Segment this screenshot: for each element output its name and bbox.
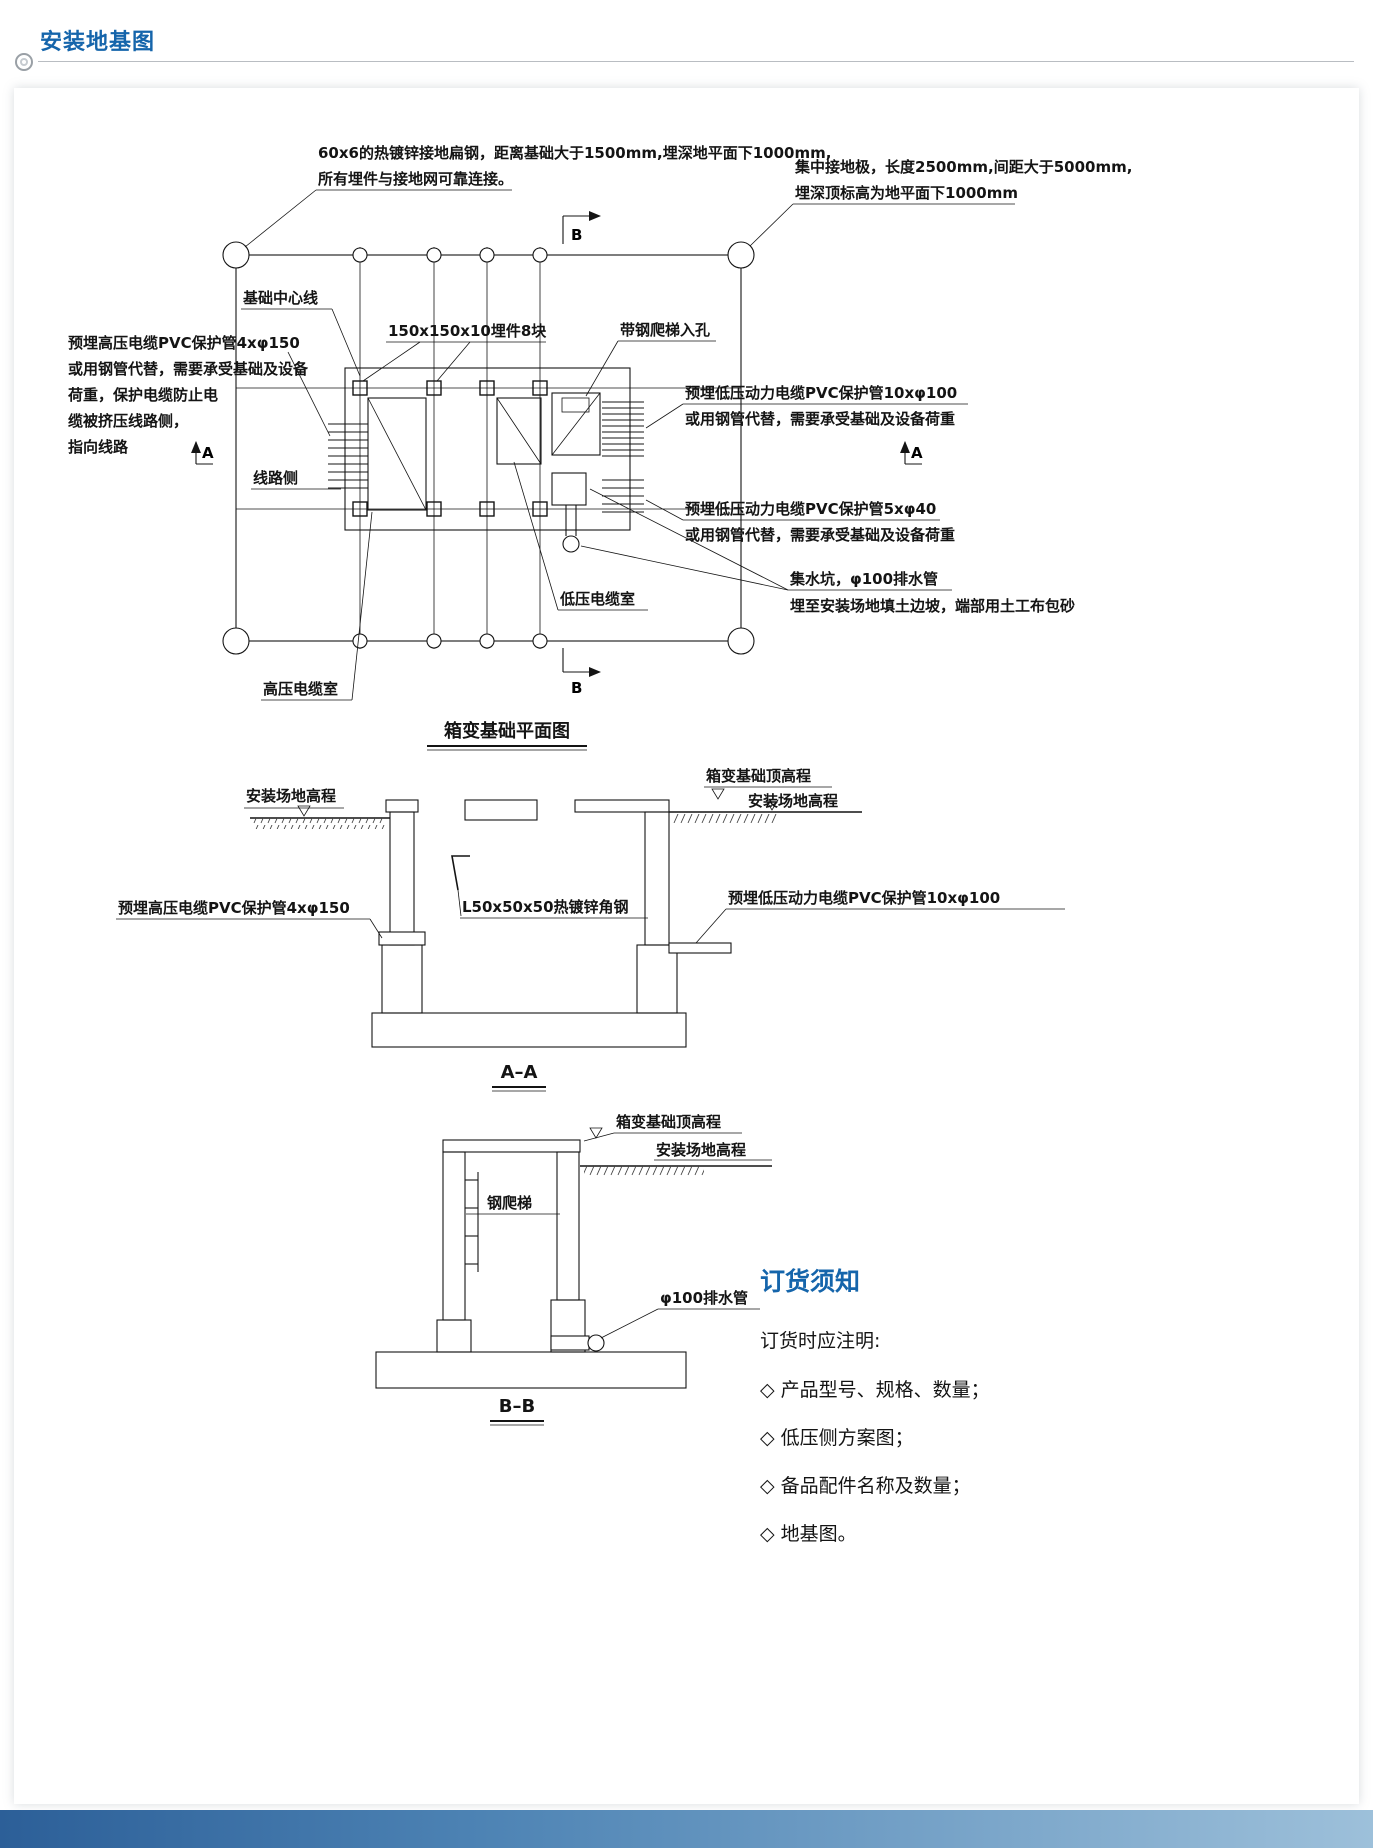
note-sump: 集水坑，φ100排水管 埋至安装场地填土边坡，端部用土工布包砂: [580, 488, 1075, 615]
angle-steel: L50x50x50热镀锌角钢: [451, 855, 648, 919]
label-site-left: 安装场地高程: [246, 787, 336, 805]
steel-ladder: [465, 1172, 479, 1272]
section-marker-b-top: B: [562, 211, 602, 244]
note-lv5: 预埋低压动力电缆PVC保护管5xφ40 或用钢管代替，需要承受基础及设备荷重: [645, 499, 955, 544]
svg-text:150x150x10埋件8块: 150x150x10埋件8块: [388, 322, 547, 340]
svg-text:预埋低压动力电缆PVC保护管5xφ40: 预埋低压动力电缆PVC保护管5xφ40: [685, 500, 936, 518]
section-bb: 钢爬梯 箱变基础顶高程 安装场地高程: [375, 1113, 772, 1426]
section-marker-b-bottom: B: [562, 648, 602, 697]
note-electrode-line1: 集中接地极，长度2500mm,间距大于5000mm,: [794, 158, 1132, 176]
svg-text:预埋高压电缆PVC保护管4xφ150: 预埋高压电缆PVC保护管4xφ150: [118, 899, 350, 917]
label-top-elev-bb: 箱变基础顶高程: [583, 1113, 742, 1142]
svg-text:B: B: [571, 679, 582, 697]
ordering-notes: 订货须知 订货时应注明: ◇ 产品型号、规格、数量； ◇ 低压侧方案图； ◇ 备…: [760, 1262, 1190, 1567]
label-top-elev-aa: 箱变基础顶高程: [706, 767, 811, 785]
svg-text:荷重，保护电缆防止电: 荷重，保护电缆防止电: [68, 386, 218, 404]
footer-bar: [0, 1810, 1373, 1848]
svg-text:预埋低压动力电缆PVC保护管10xφ100: 预埋低压动力电缆PVC保护管10xφ100: [728, 889, 1000, 907]
ordering-item: ◇ 产品型号、规格、数量；: [760, 1379, 990, 1401]
svg-text:高压电缆室: 高压电缆室: [263, 680, 338, 698]
label-line-side: 线路侧: [251, 469, 341, 490]
sump-pit: [551, 472, 587, 553]
ordering-item: ◇ 地基图。: [760, 1523, 857, 1545]
plan-view: 60x6的热镀锌接地扁钢，距离基础大于1500mm,埋深地平面下1000mm, …: [68, 144, 1132, 751]
note-electrode: 集中接地极，长度2500mm,间距大于5000mm, 埋深顶标高为地平面下100…: [749, 158, 1132, 247]
note-lv10: 预埋低压动力电缆PVC保护管10xφ100 或用钢管代替，需要承受基础及设备荷重: [645, 384, 968, 429]
svg-text:钢爬梯: 钢爬梯: [487, 1194, 532, 1212]
label-ladder: 钢爬梯: [466, 1194, 560, 1215]
svg-text:基础中心线: 基础中心线: [242, 289, 318, 307]
ring-icon: [15, 53, 33, 71]
svg-text:低压电缆室: 低压电缆室: [559, 590, 635, 608]
hv-cable-room: [367, 397, 427, 511]
ordering-item: ◇ 低压侧方案图；: [760, 1427, 914, 1449]
svg-text:A: A: [911, 444, 923, 462]
label-manhole: 带钢爬梯入孔: [585, 321, 716, 397]
note-flat-steel: 60x6的热镀锌接地扁钢，距离基础大于1500mm,埋深地平面下1000mm, …: [244, 144, 831, 248]
svg-text:或用钢管代替，需要承受基础及设备荷重: 或用钢管代替，需要承受基础及设备荷重: [685, 526, 955, 544]
page-title: 安装地基图: [40, 30, 156, 55]
manhole: [551, 392, 601, 456]
svg-text:带钢爬梯入孔: 带钢爬梯入孔: [620, 321, 710, 339]
label-drain: φ100排水管: [600, 1289, 760, 1339]
label-lv-room: 低压电缆室: [513, 461, 648, 611]
svg-text:A–A: A–A: [501, 1062, 538, 1083]
svg-text:线路侧: 线路侧: [253, 469, 298, 487]
lv-pipes-10-plan: [602, 401, 644, 457]
section-bb-title: B–B: [490, 1396, 544, 1426]
ordering-list: ◇ 产品型号、规格、数量； ◇ 低压侧方案图； ◇ 备品配件名称及数量； ◇ 地…: [760, 1375, 1190, 1546]
label-hv-room: 高压电缆室: [261, 511, 373, 701]
svg-text:安装场地高程: 安装场地高程: [656, 1141, 746, 1159]
note-flat-steel-line1: 60x6的热镀锌接地扁钢，距离基础大于1500mm,埋深地平面下1000mm,: [318, 144, 831, 162]
svg-text:指向线路: 指向线路: [68, 438, 129, 456]
label-angle-steel: L50x50x50热镀锌角钢: [462, 898, 629, 916]
plan-title: 箱变基础平面图: [427, 720, 587, 751]
label-site-bb: 安装场地高程: [654, 1141, 772, 1161]
embedded-plates: [352, 380, 548, 517]
header-divider: [38, 61, 1354, 62]
svg-text:箱变基础平面图: 箱变基础平面图: [444, 720, 570, 742]
label-centerline: 基础中心线: [241, 289, 361, 377]
label-lv-pipe-aa: 预埋低压动力电缆PVC保护管10xφ100: [695, 889, 1065, 944]
svg-text:A: A: [202, 444, 214, 462]
svg-text:或用钢管代替，需要承受基础及设备荷重: 或用钢管代替，需要承受基础及设备荷重: [685, 410, 955, 428]
lv-cable-room: [496, 397, 542, 465]
section-aa: 安装场地高程 箱变基础顶高程 安装场地高程: [116, 767, 1065, 1092]
drain-pipe: [550, 1334, 605, 1352]
svg-text:B–B: B–B: [499, 1396, 535, 1417]
label-site-right: 安装场地高程: [748, 792, 838, 810]
svg-text:或用钢管代替，需要承受基础及设备: 或用钢管代替，需要承受基础及设备: [68, 360, 309, 378]
note-flat-steel-line2: 所有埋件与接地网可靠连接。: [318, 170, 513, 188]
hv-pipes-plan: [328, 423, 368, 489]
label-plates: 150x150x10埋件8块: [362, 322, 547, 382]
note-hv-pipes: 预埋高压电缆PVC保护管4xφ150 或用钢管代替，需要承受基础及设备 荷重，保…: [68, 334, 331, 456]
ordering-item: ◇ 备品配件名称及数量；: [760, 1475, 971, 1497]
svg-text:预埋高压电缆PVC保护管4xφ150: 预埋高压电缆PVC保护管4xφ150: [68, 334, 300, 352]
section-marker-a-right: A: [900, 440, 923, 465]
svg-text:φ100排水管: φ100排水管: [660, 1289, 748, 1307]
svg-text:埋至安装场地填土边坡，端部用土工布包砂: 埋至安装场地填土边坡，端部用土工布包砂: [790, 597, 1075, 615]
svg-text:B: B: [571, 226, 582, 244]
svg-text:集水坑，φ100排水管: 集水坑，φ100排水管: [789, 570, 938, 588]
section-aa-title: A–A: [492, 1062, 546, 1092]
label-hv-pipe-aa: 预埋高压电缆PVC保护管4xφ150: [116, 899, 383, 939]
note-electrode-line2: 埋深顶标高为地平面下1000mm: [795, 184, 1018, 202]
svg-text:缆被挤压线路侧，: 缆被挤压线路侧，: [68, 412, 188, 430]
svg-text:预埋低压动力电缆PVC保护管10xφ100: 预埋低压动力电缆PVC保护管10xφ100: [685, 384, 957, 402]
lv-pipes-5-plan: [602, 479, 644, 513]
ordering-intro: 订货时应注明:: [760, 1330, 881, 1352]
svg-text:箱变基础顶高程: 箱变基础顶高程: [616, 1113, 721, 1131]
ordering-title: 订货须知: [760, 1267, 861, 1296]
section-marker-a-left: A: [191, 440, 214, 465]
